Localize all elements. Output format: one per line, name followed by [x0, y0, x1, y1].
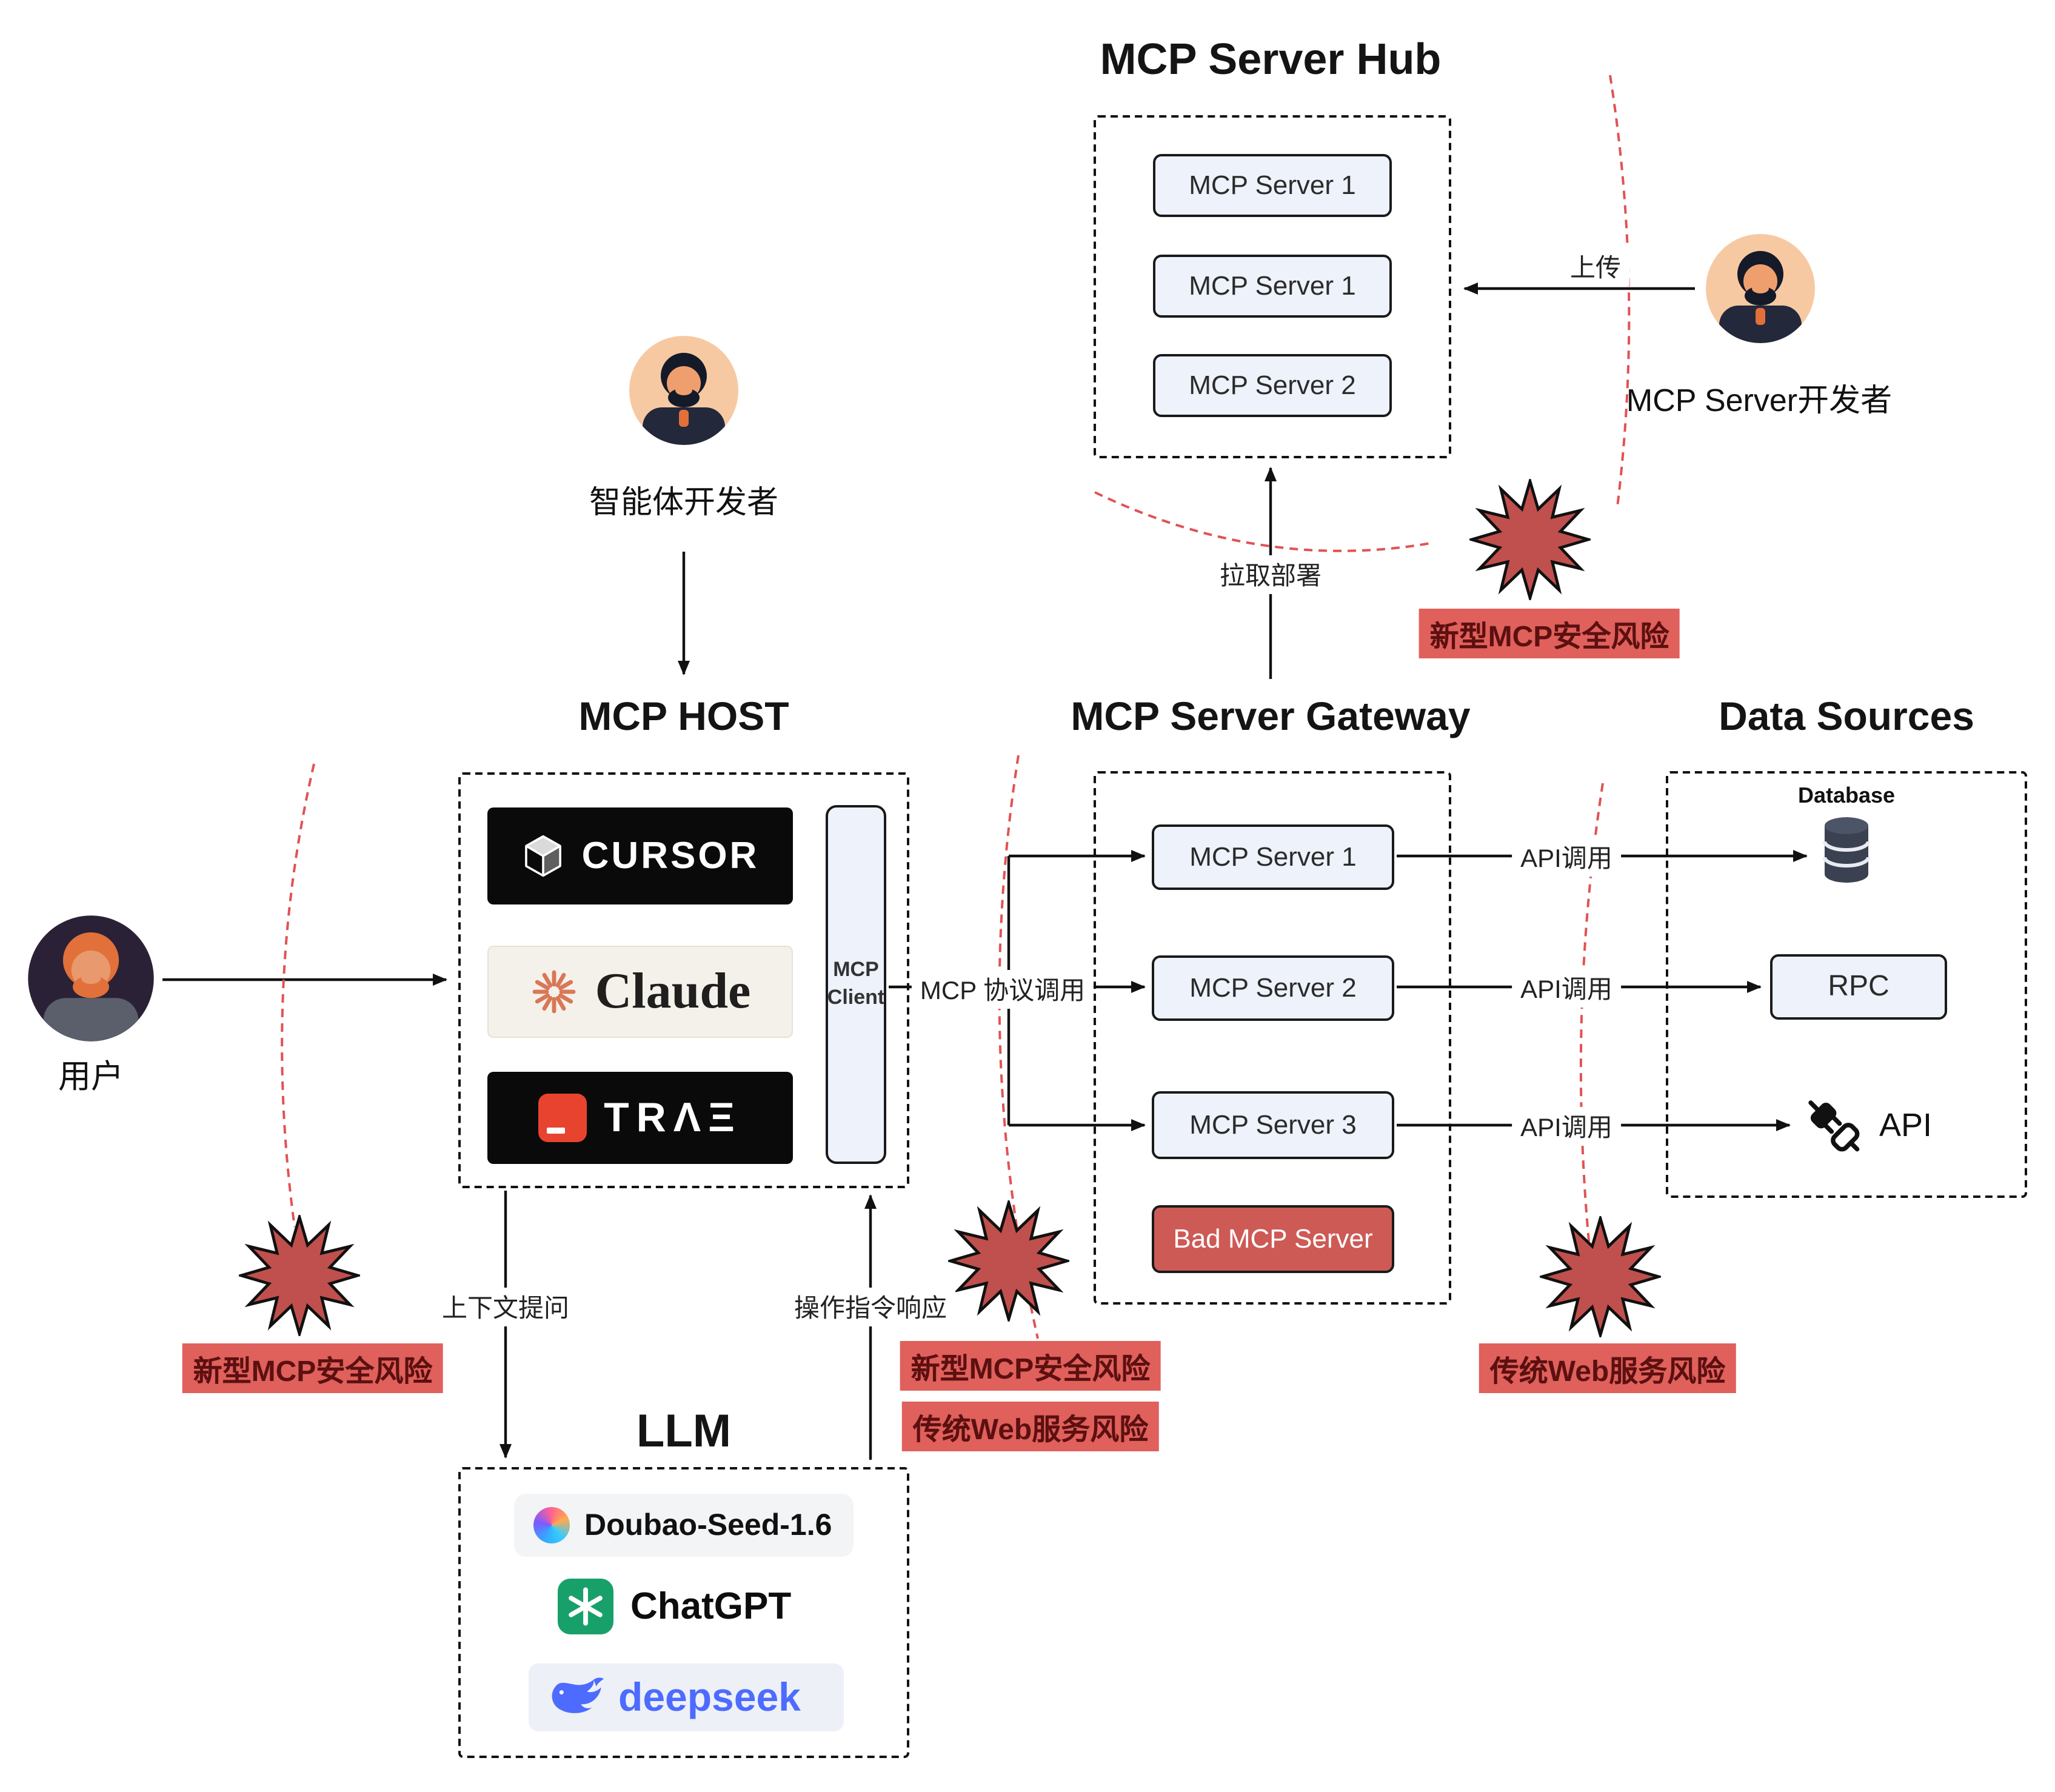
risk-starburst-icon	[239, 1215, 360, 1336]
op-response-label: 操作指令响应	[786, 1288, 955, 1326]
hub-server-3: MCP Server 2	[1153, 354, 1392, 417]
mcp-client-label-line2: Client	[827, 986, 885, 1009]
gateway-server-3: MCP Server 3	[1152, 1091, 1394, 1159]
claude-wordmark: Claude	[595, 964, 751, 1020]
risk-label-legacy-web-mid: 传统Web服务风险	[901, 1402, 1160, 1451]
api-plug-icon	[1808, 1100, 1860, 1152]
trae-chip-icon	[538, 1094, 587, 1142]
risk-starburst-icon	[948, 1200, 1069, 1322]
model-deepseek: deepseek	[529, 1663, 844, 1731]
hub-server-1: MCP Server 1	[1153, 154, 1392, 217]
rpc-box: RPC	[1770, 954, 1947, 1020]
gateway-server-2: MCP Server 2	[1152, 955, 1394, 1021]
risk-label-new-mcp-left: 新型MCP安全风险	[182, 1343, 444, 1393]
database-label: Database	[1797, 783, 1896, 807]
mcp-developer-avatar	[1706, 234, 1815, 343]
doubao-icon	[533, 1507, 570, 1543]
model-chatgpt: ChatGPT	[558, 1579, 791, 1634]
mcp-client-label-line1: MCP	[833, 958, 879, 981]
api-call-label-1: API调用	[1512, 838, 1621, 877]
api-source: API	[1799, 1091, 1932, 1159]
agent-developer-label: 智能体开发者	[589, 484, 779, 520]
upload-label: 上传	[1562, 247, 1629, 286]
claude-logo: Claude	[487, 946, 793, 1038]
risk-label-legacy-web-right: 传统Web服务风险	[1479, 1343, 1737, 1393]
api-call-label-2: API调用	[1512, 969, 1621, 1008]
user-label: 用户	[58, 1058, 124, 1095]
bad-mcp-server: Bad MCP Server	[1152, 1205, 1394, 1273]
risk-label-new-mcp-top: 新型MCP安全风险	[1418, 609, 1680, 658]
user-avatar	[28, 915, 154, 1041]
cursor-cube-icon	[524, 835, 561, 877]
api-label: API	[1879, 1106, 1933, 1143]
host-title: MCP HOST	[578, 694, 789, 738]
data-sources-title: Data Sources	[1719, 694, 1974, 738]
model-doubao: Doubao-Seed-1.6	[514, 1494, 854, 1557]
claude-sunburst-icon	[532, 970, 576, 1014]
database-icon	[1823, 817, 1870, 883]
llm-title: LLM	[636, 1406, 732, 1457]
deepseek-whale-icon	[552, 1677, 604, 1713]
mcp-developer-label: MCP Server开发者	[1626, 382, 1893, 418]
risk-label-new-mcp-mid: 新型MCP安全风险	[900, 1341, 1161, 1391]
mcp-client-box: MCP Client	[826, 805, 886, 1164]
hub-server-2: MCP Server 1	[1153, 255, 1392, 318]
cursor-logo: CURSOR	[487, 807, 793, 904]
cursor-wordmark: CURSOR	[581, 834, 760, 877]
gateway-server-1: MCP Server 1	[1152, 824, 1394, 890]
mcp-protocol-label: MCP 协议调用	[911, 970, 1094, 1009]
agent-developer-avatar	[629, 336, 738, 445]
api-call-label-3: API调用	[1512, 1107, 1621, 1146]
risk-starburst-icon	[1540, 1216, 1661, 1337]
doubao-label: Doubao-Seed-1.6	[584, 1508, 832, 1542]
deepseek-label: deepseek	[618, 1674, 801, 1719]
chatgpt-icon	[558, 1579, 613, 1634]
trae-logo: TRΛΞ	[487, 1072, 793, 1164]
risk-starburst-icon	[1469, 479, 1591, 600]
chatgpt-label: ChatGPT	[630, 1585, 792, 1627]
trae-wordmark: TRΛΞ	[604, 1094, 742, 1140]
gateway-title: MCP Server Gateway	[1071, 694, 1471, 738]
hub-title: MCP Server Hub	[1100, 34, 1442, 84]
pull-deploy-label: 拉取部署	[1211, 555, 1330, 594]
context-prompt-label: 上下文提问	[433, 1288, 578, 1326]
